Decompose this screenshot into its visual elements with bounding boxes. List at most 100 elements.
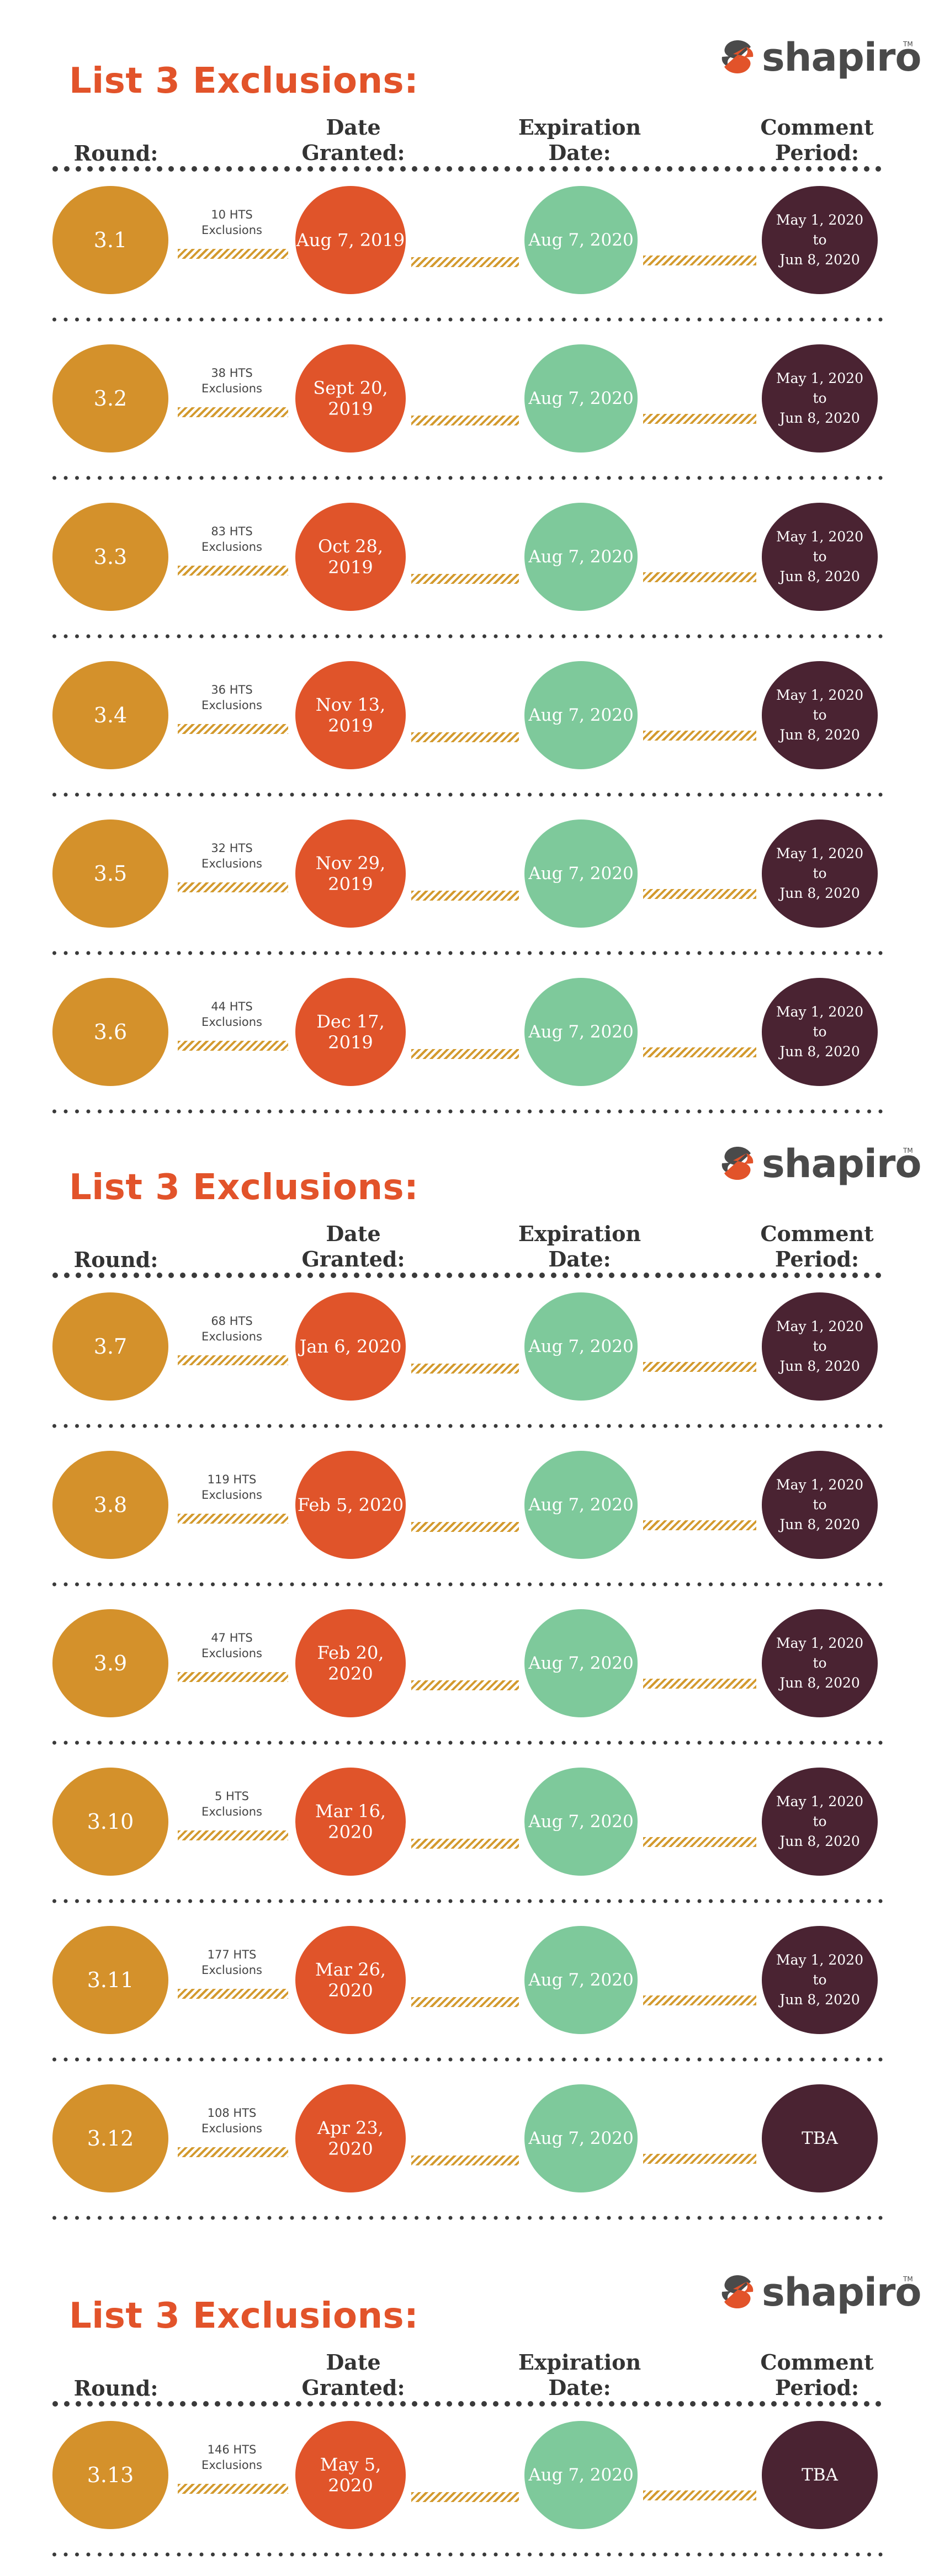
date-granted-circle: Nov 13, 2019 [295, 661, 406, 769]
date-granted-circle: Feb 20, 2020 [295, 1609, 406, 1717]
date-granted-circle: Mar 26, 2020 [295, 1926, 406, 2034]
round-circle: 3.7 [52, 1292, 168, 1401]
section-title: List 3 Exclusions: [69, 2296, 419, 2337]
hatched-connector [411, 732, 519, 742]
hatched-connector [643, 731, 756, 741]
hatched-connector [643, 889, 756, 899]
date-granted-circle: Apr 23, 2020 [295, 2084, 406, 2192]
hatched-connector [411, 1522, 519, 1532]
date-granted-circle: Jan 6, 2020 [295, 1292, 406, 1401]
expiration-date-circle: Aug 7, 2020 [524, 819, 638, 928]
section-title: List 3 Exclusions: [69, 1167, 419, 1208]
hatched-connector [643, 572, 756, 582]
round-circle: 3.5 [52, 819, 168, 928]
hatched-connector [178, 1514, 288, 1524]
round-circle: 3.13 [52, 2421, 168, 2529]
round-circle: 3.2 [52, 344, 168, 453]
hatched-connector [178, 882, 288, 892]
hatched-connector [178, 2147, 288, 2157]
date-granted-circle: Dec 17, 2019 [295, 978, 406, 1086]
hatched-connector [178, 566, 288, 576]
round-circle: 3.4 [52, 661, 168, 769]
expiration-date-circle: Aug 7, 2020 [524, 503, 638, 611]
hatched-connector [411, 1997, 519, 2007]
hatched-connector [643, 1837, 756, 1847]
comment-period-circle: TBA [762, 2421, 878, 2529]
shapiro-logo-text: shapiro [762, 2270, 921, 2315]
round-circle: 3.11 [52, 1926, 168, 2034]
expiration-date-circle: Aug 7, 2020 [524, 978, 638, 1086]
hatched-connector [178, 1355, 288, 1365]
hatched-connector [411, 891, 519, 901]
date-granted-circle: Aug 7, 2019 [295, 186, 406, 294]
expiration-date-circle: Aug 7, 2020 [524, 1609, 638, 1717]
hatched-connector [643, 2490, 756, 2500]
hatched-connector [411, 1839, 519, 1849]
hatched-connector [411, 2492, 519, 2502]
hatched-connector [178, 724, 288, 734]
expiration-date-circle: Aug 7, 2020 [524, 2421, 638, 2529]
hatched-connector [643, 2154, 756, 2164]
hatched-connector [643, 1520, 756, 1530]
expiration-date-circle: Aug 7, 2020 [524, 344, 638, 453]
hatched-connector [178, 2484, 288, 2494]
hatched-connector [643, 1362, 756, 1372]
round-circle: 3.1 [52, 186, 168, 294]
row-dotted-divider [52, 1424, 883, 1428]
shapiro-logo-icon [722, 1147, 754, 1180]
shapiro-logo-text: shapiro [762, 1141, 921, 1186]
hatched-connector [643, 414, 756, 424]
hatched-connector [643, 1995, 756, 2005]
round-circle: 3.10 [52, 1768, 168, 1876]
comment-period-circle: TBA [762, 2084, 878, 2192]
header-round: Round: [73, 141, 158, 166]
hatched-connector [643, 1047, 756, 1057]
header-dotted-divider [52, 166, 881, 172]
row-dotted-divider [52, 2216, 883, 2220]
round-circle: 3.9 [52, 1609, 168, 1717]
hatched-connector [178, 1830, 288, 1840]
round-circle: 3.12 [52, 2084, 168, 2192]
hatched-connector [643, 256, 756, 265]
header-round: Round: [73, 1247, 158, 1272]
hatched-connector [411, 1680, 519, 1690]
round-circle: 3.6 [52, 978, 168, 1086]
expiration-date-circle: Aug 7, 2020 [524, 1926, 638, 2034]
